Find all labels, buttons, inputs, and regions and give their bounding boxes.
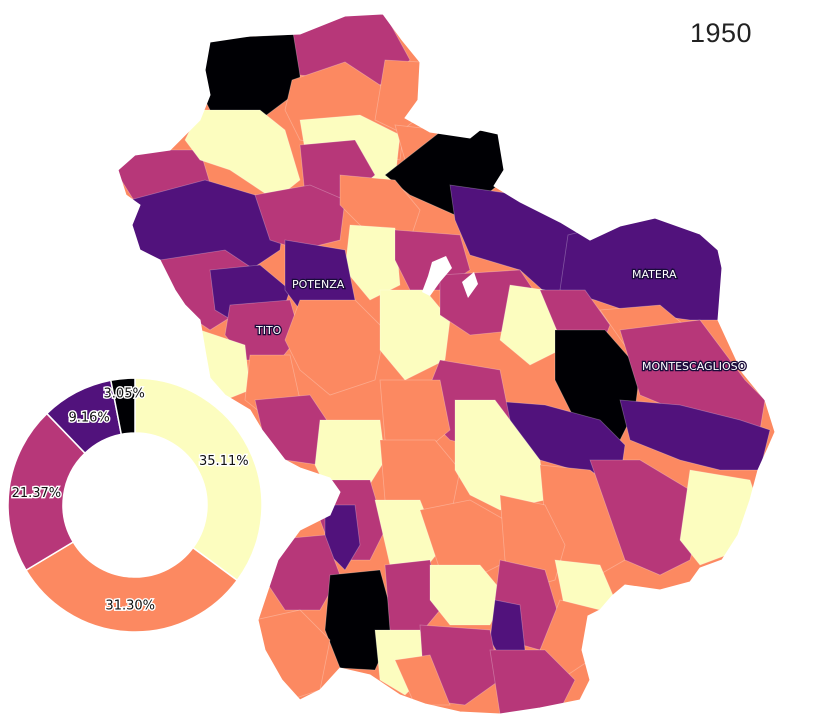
donut-label-1: 35.11%: [199, 454, 249, 469]
label-potenza: POTENZA: [292, 278, 345, 291]
donut-slice-2: [24, 540, 239, 633]
municipality-region: [254, 184, 346, 251]
donut-label-3: 21.37%: [12, 486, 62, 501]
donut-label-4: 9.16%: [68, 411, 109, 426]
donut-slice-1: [134, 377, 263, 582]
label-tito: TITO: [255, 324, 282, 337]
label-matera: MATERA: [632, 268, 677, 281]
municipality-region: [619, 319, 766, 431]
lake-shape: [462, 272, 478, 298]
year-label: 1950: [690, 18, 753, 48]
donut-label-5: 3.05%: [104, 387, 145, 402]
municipality-region: [489, 649, 576, 714]
label-montescaglioso: MONTESCAGLIOSO: [642, 360, 747, 373]
municipality-region: [284, 299, 386, 396]
municipality-region: [429, 564, 506, 626]
municipality-region: [384, 559, 441, 641]
donut-slice-3: [7, 412, 87, 572]
donut-chart: 35.11% 31.30% 21.37% 9.16% 3.05%: [7, 377, 263, 633]
donut-slice-5: [109, 377, 136, 436]
donut-label-2: 31.30%: [105, 598, 155, 613]
municipality-region: [679, 469, 761, 566]
municipality-region: [394, 654, 451, 706]
lake-shape: [422, 256, 452, 296]
